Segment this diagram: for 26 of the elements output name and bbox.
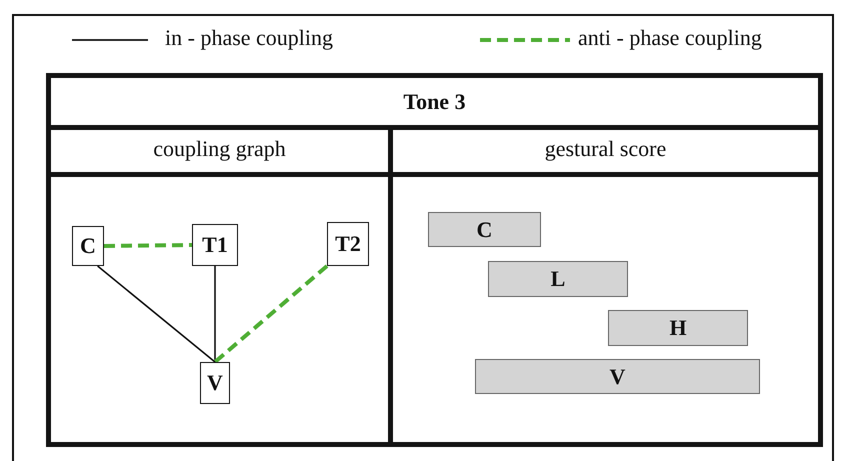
- node-label: H: [669, 315, 687, 341]
- coupling-node-box: [72, 226, 104, 266]
- panel-heading: gestural score: [544, 136, 666, 162]
- coupling-node-box: [200, 362, 230, 404]
- table-title: Tone 3: [403, 88, 466, 114]
- coupling-line: [214, 266, 216, 362]
- table-frame: [46, 73, 823, 447]
- legend-label: anti - phase coupling: [578, 25, 762, 51]
- node-label: C: [80, 233, 96, 259]
- node-label: T1: [202, 232, 228, 258]
- node-label: L: [550, 266, 566, 292]
- gesture-bar: [608, 310, 748, 346]
- coupling-node-box: [192, 224, 238, 266]
- legend-label: in - phase coupling: [165, 25, 334, 51]
- node-label: V: [207, 370, 223, 396]
- gesture-bar: [475, 359, 760, 394]
- node-label: V: [610, 364, 626, 390]
- panel-heading: coupling graph: [153, 136, 286, 162]
- coupling-line: [97, 265, 216, 363]
- node-label: C: [476, 216, 492, 242]
- coupling-node-box: [327, 222, 369, 266]
- gesture-bar: [428, 212, 541, 247]
- dashed-coupling-line: [214, 264, 328, 364]
- node-label: T2: [335, 231, 361, 257]
- dashed-coupling-line: [104, 243, 192, 248]
- gesture-bar: [488, 261, 628, 297]
